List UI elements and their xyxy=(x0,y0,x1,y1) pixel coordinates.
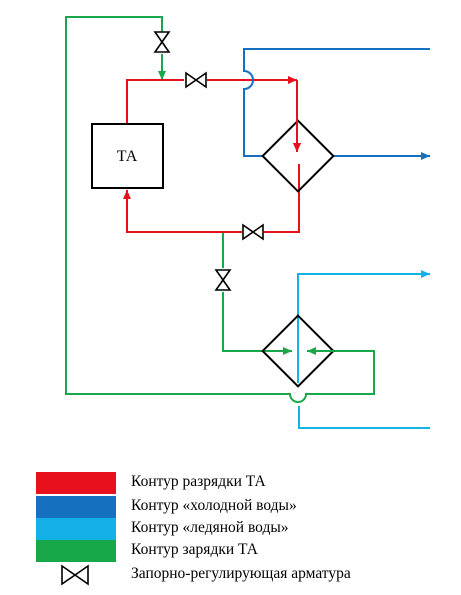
legend-swatch-charge xyxy=(36,540,116,562)
ta-box-label: ТА xyxy=(117,148,138,165)
legend-swatch-discharge xyxy=(36,472,116,494)
ice-water-circuit xyxy=(297,270,430,429)
legend-label-valve: Запорно-регулирующая арматура xyxy=(131,565,351,582)
valve-charge-supply xyxy=(214,269,232,291)
legend-label-ice-water: Контур «ледяной воды» xyxy=(131,519,289,536)
legend-swatch-ice-water xyxy=(36,518,116,540)
charge-lower-pipe xyxy=(222,292,292,355)
discharge-outlet-pipe xyxy=(126,79,184,124)
valve-discharge-bottom xyxy=(242,223,264,241)
discharge-hx-return xyxy=(264,178,300,233)
legend-label-charge: Контур зарядки ТА xyxy=(131,541,258,558)
heat-exchanger-upper-body xyxy=(261,119,335,193)
charge-return-pipe xyxy=(65,16,375,403)
valve-icon xyxy=(242,223,264,241)
legend-item-ice-water: Контур «ледяной воды» xyxy=(36,516,456,540)
heat-exchanger-lower-body xyxy=(261,314,335,388)
heat-exchanger-upper xyxy=(261,80,335,193)
legend-item-cold-water: Контур «холодной воды» xyxy=(36,494,456,518)
legend-label-cold-water: Контур «холодной воды» xyxy=(131,497,297,514)
legend-item-charge: Контур зарядки ТА xyxy=(36,538,456,562)
valve-icon xyxy=(153,31,171,53)
valve-icon xyxy=(61,564,89,586)
legend-item-discharge: Контур разрядки ТА xyxy=(36,470,456,494)
ta-box xyxy=(91,123,164,189)
cold-water-inlet xyxy=(243,48,430,157)
ice-water-outlet xyxy=(297,270,430,383)
legend-item-valve: Запорно-регулирующая арматура xyxy=(36,562,456,586)
ice-water-inlet xyxy=(298,406,430,429)
legend-swatch-cold-water xyxy=(36,496,116,518)
charge-circuit xyxy=(65,16,375,403)
heat-exchanger-lower xyxy=(261,314,335,388)
valve-icon xyxy=(185,71,207,89)
valve-icon xyxy=(214,269,232,291)
ta-unit: ТА xyxy=(91,123,164,189)
cold-water-circuit xyxy=(243,48,430,160)
valve-discharge-top xyxy=(185,71,207,89)
discharge-bottom-pipe xyxy=(123,190,242,233)
legend-label-discharge: Контур разрядки ТА xyxy=(131,473,266,490)
process-diagram: ТА xyxy=(65,16,430,429)
valve-charge-top xyxy=(153,31,171,53)
